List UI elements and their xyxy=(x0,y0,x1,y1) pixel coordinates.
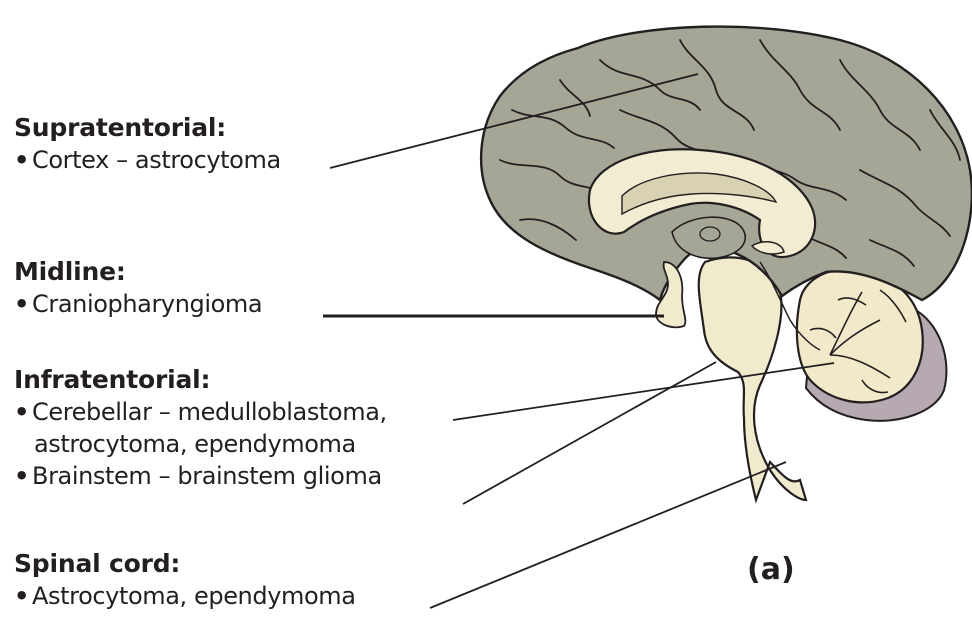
group-spinal-cord: Spinal cord: •Astrocytoma, ependymoma xyxy=(14,548,356,612)
bullet: • xyxy=(14,396,32,428)
item-brainstem: •Brainstem – brainstem glioma xyxy=(14,460,387,492)
bullet: • xyxy=(14,460,32,492)
brainstem xyxy=(699,257,806,500)
group-infratentorial: Infratentorial: •Cerebellar – medullobla… xyxy=(14,364,387,492)
bullet: • xyxy=(14,288,32,320)
bullet: • xyxy=(14,580,32,612)
item-spinal-text: Astrocytoma, ependymoma xyxy=(32,582,356,610)
item-cortex-text: Cortex – astrocytoma xyxy=(32,146,281,174)
heading-midline: Midline: xyxy=(14,256,262,288)
item-cerebellar: •Cerebellar – medulloblastoma, xyxy=(14,396,387,428)
item-cortex: •Cortex – astrocytoma xyxy=(14,144,281,176)
item-brainstem-text: Brainstem – brainstem glioma xyxy=(32,462,382,490)
group-midline: Midline: •Craniopharyngioma xyxy=(14,256,262,320)
group-supratentorial: Supratentorial: •Cortex – astrocytoma xyxy=(14,112,281,176)
panel-label: (a) xyxy=(747,552,795,587)
item-craniopharyngioma-text: Craniopharyngioma xyxy=(32,290,262,318)
bullet: • xyxy=(14,144,32,176)
item-cerebellar-continued: astrocytoma, ependymoma xyxy=(14,428,387,460)
heading-supratentorial: Supratentorial: xyxy=(14,112,281,144)
item-cerebellar-text: Cerebellar – medulloblastoma, xyxy=(32,398,387,426)
heading-spinal-cord: Spinal cord: xyxy=(14,548,356,580)
item-craniopharyngioma: •Craniopharyngioma xyxy=(14,288,262,320)
item-spinal: •Astrocytoma, ependymoma xyxy=(14,580,356,612)
heading-infratentorial: Infratentorial: xyxy=(14,364,387,396)
